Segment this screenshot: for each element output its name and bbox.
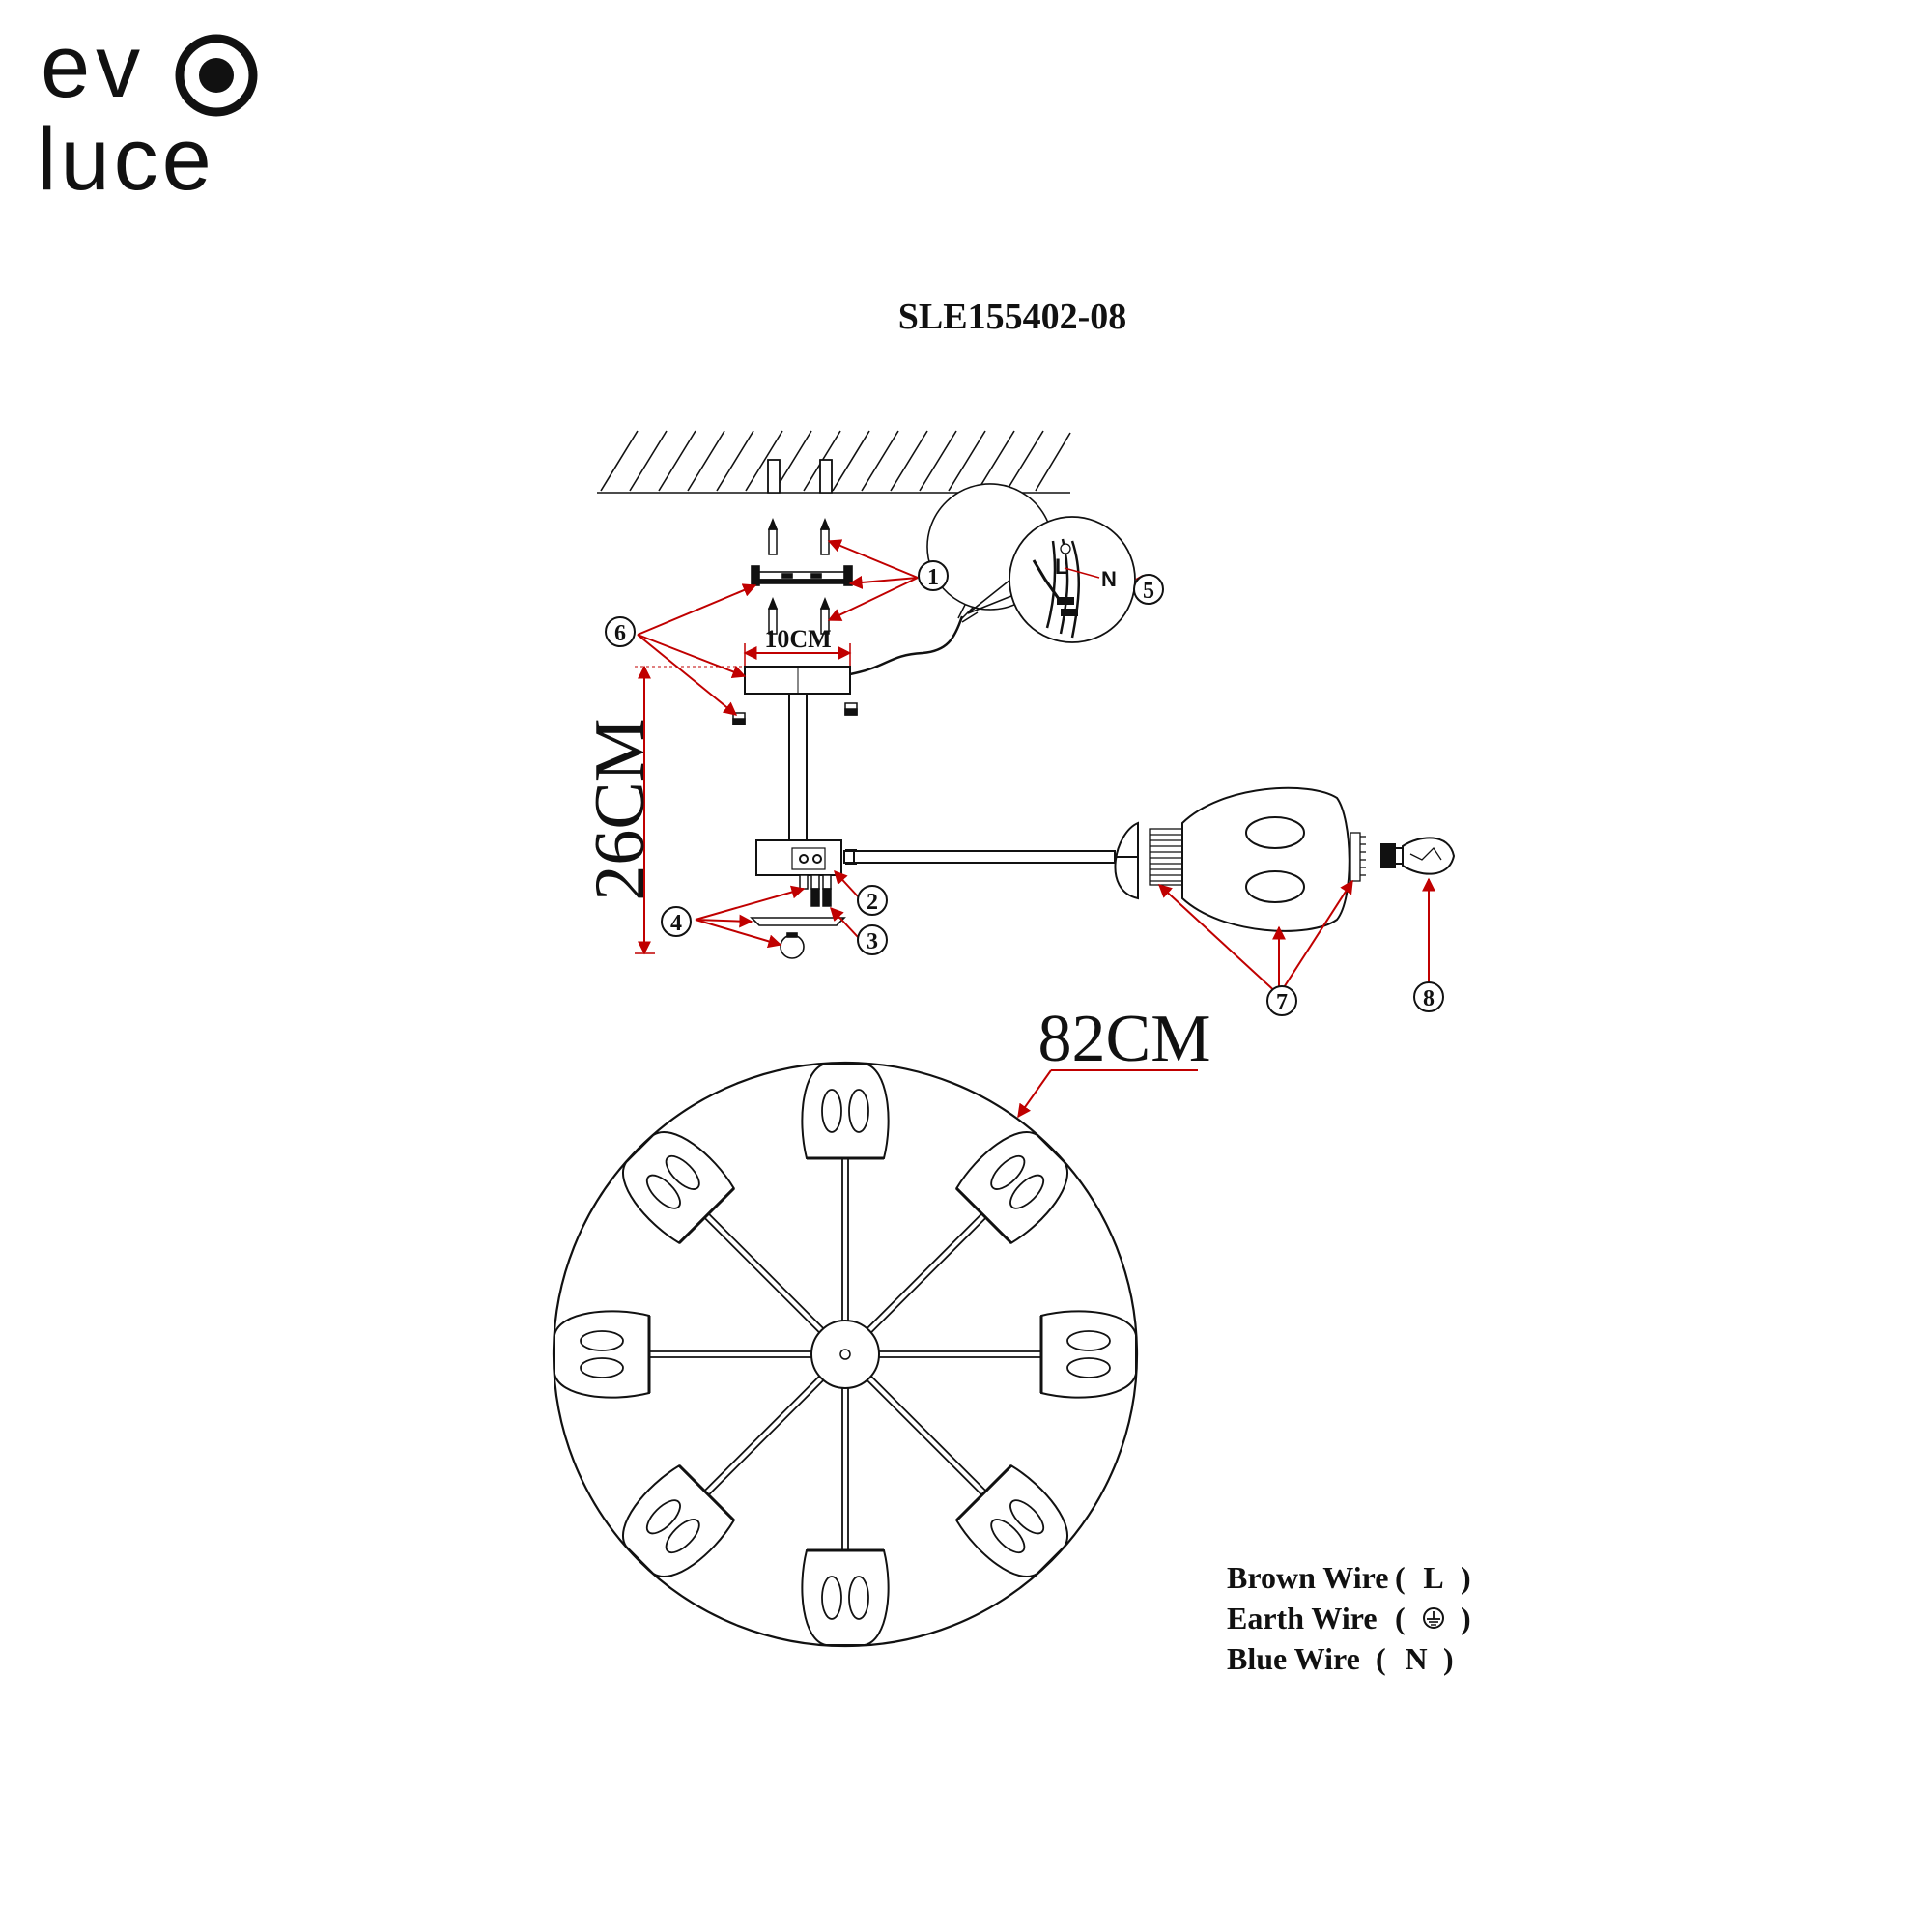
top-view-arm [640, 1350, 812, 1358]
top-view-lamp-head [622, 1131, 736, 1245]
top-view [552, 1061, 1139, 1648]
supply-wire [849, 615, 964, 676]
callout-6: 6 [605, 616, 636, 647]
dimension-height-label: 26CM [581, 718, 660, 900]
top-view-hub [810, 1320, 880, 1389]
svg-text:8: 8 [1423, 986, 1435, 1011]
top-view-lamp-head [801, 1548, 890, 1646]
dimension-width: 10CM [743, 625, 852, 667]
earth-ground-icon [1423, 1607, 1444, 1629]
svg-text:6: 6 [614, 621, 626, 646]
svg-text:(: ( [1395, 1560, 1406, 1595]
top-view-arm [841, 1150, 849, 1321]
svg-text:5: 5 [1143, 579, 1154, 604]
top-view-arm [866, 1375, 993, 1502]
top-view-lamp-head [801, 1063, 890, 1160]
screw-icon [819, 596, 831, 635]
legend-earth-label: Earth Wire [1227, 1601, 1378, 1635]
top-view-lamp-head [622, 1463, 736, 1577]
svg-text:3: 3 [867, 929, 878, 954]
callout-1: 1 [918, 560, 949, 591]
svg-text:): ) [1461, 1601, 1471, 1635]
dimension-diameter-label: 82CM [1038, 1002, 1211, 1076]
top-view-arm [697, 1375, 825, 1502]
svg-text:1: 1 [927, 565, 939, 590]
svg-text:(: ( [1395, 1601, 1406, 1635]
terminal-connectors [799, 874, 832, 907]
svg-text:4: 4 [670, 911, 682, 936]
brand-logo: ev luce [37, 17, 258, 209]
stem-rod [788, 693, 808, 841]
bottom-cap [750, 917, 846, 926]
dimension-width-label: 10CM [764, 625, 831, 653]
logo-o-icon [175, 34, 258, 117]
top-view-lamp-head [954, 1463, 1068, 1577]
finial-ball [780, 932, 805, 959]
screw-icon [767, 596, 779, 635]
ceiling-canopy [744, 666, 851, 695]
ceiling-hatch [597, 430, 1071, 494]
top-view-arm [841, 1387, 849, 1559]
wire-legend: Brown Wire ( L ) Earth Wire ( ) Blue Wir… [1227, 1560, 1471, 1676]
callout-7: 7 [1266, 985, 1297, 1016]
top-view-lamp-head [954, 1131, 1068, 1245]
svg-text:(: ( [1376, 1641, 1386, 1676]
svg-text:): ) [1443, 1641, 1454, 1676]
wiring-neutral-label: N [1101, 567, 1117, 591]
svg-text:7: 7 [1276, 990, 1288, 1015]
top-view-arms [640, 1150, 1050, 1559]
glass-shade [1181, 786, 1350, 932]
shade-rim-ring [1350, 832, 1366, 882]
dimension-diameter: 82CM [1017, 1002, 1211, 1119]
lamp-socket [1149, 828, 1183, 886]
brand-line1: ev [41, 17, 146, 116]
screw-set [767, 517, 831, 635]
wiring-detail-bubble: L N [926, 483, 1136, 643]
top-view-lamp-head [554, 1310, 651, 1399]
cap-nut-icon [732, 702, 858, 725]
screw-icon [819, 517, 831, 555]
top-view-heads [554, 1063, 1137, 1646]
brand-line2: luce [37, 110, 215, 209]
legend-brown-symbol: L [1423, 1560, 1443, 1595]
wiring-live-label: L [1055, 554, 1067, 579]
model-code: SLE155402-08 [898, 297, 1126, 337]
callout-5: 5 [1133, 574, 1164, 605]
screw-icon [767, 517, 779, 555]
mounting-bracket [751, 565, 853, 586]
legend-brown-label: Brown Wire [1227, 1560, 1388, 1595]
central-hub [755, 839, 865, 876]
light-bulb-icon [1380, 837, 1456, 875]
top-view-lamp-head [1039, 1310, 1137, 1399]
callout-2: 2 [857, 885, 888, 916]
top-view-arm [697, 1207, 825, 1334]
svg-text:): ) [1461, 1560, 1471, 1595]
dimension-height: 26CM [581, 665, 745, 955]
svg-text:2: 2 [867, 890, 878, 915]
callout-4: 4 [661, 906, 692, 937]
top-view-arm [878, 1350, 1050, 1358]
callout-8: 8 [1413, 981, 1444, 1012]
callout-3: 3 [857, 924, 888, 955]
legend-blue-symbol: N [1405, 1641, 1427, 1676]
top-view-arm [866, 1207, 993, 1334]
light-arm [843, 850, 1116, 864]
leader-lines [637, 539, 1435, 996]
legend-blue-label: Blue Wire [1227, 1641, 1360, 1676]
shade-cup [1114, 821, 1139, 900]
